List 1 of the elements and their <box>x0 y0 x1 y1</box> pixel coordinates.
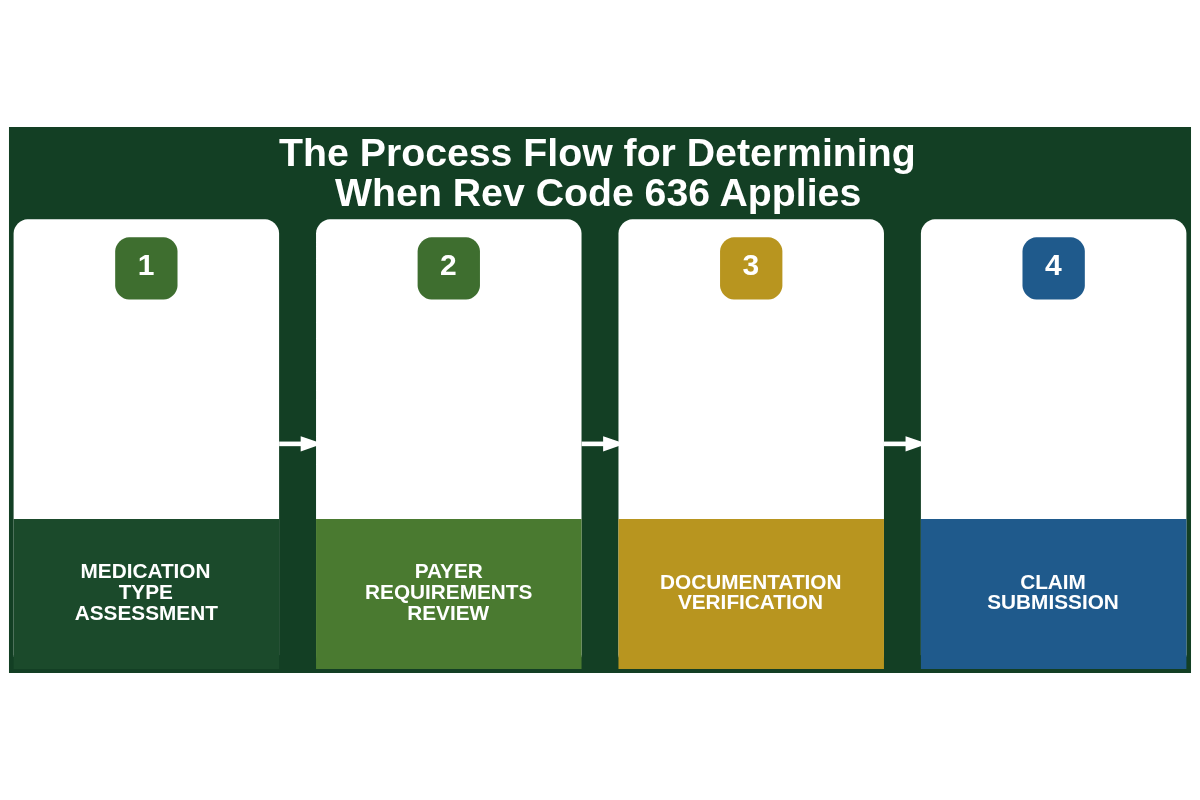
diagram-title: The Process Flow for Determining When Rev Code 636 Applies <box>279 130 916 214</box>
